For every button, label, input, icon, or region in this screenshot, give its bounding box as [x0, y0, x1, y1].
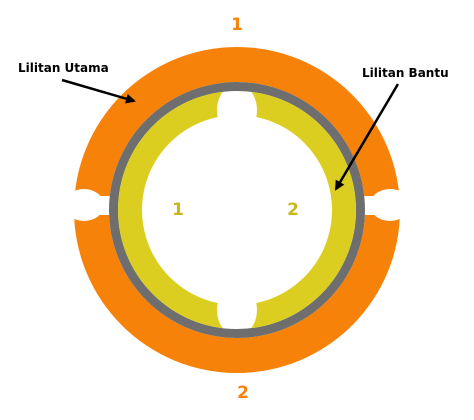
auxiliary-winding — [118, 91, 356, 329]
main-winding-arrow — [61, 78, 136, 104]
main-pole-top-label: 1 — [231, 15, 243, 35]
main-winding-label: Lilitan Utama — [18, 61, 109, 75]
auxiliary-winding-arrow — [334, 83, 400, 191]
aux-pole-right-label: 2 — [287, 200, 299, 220]
main-pole-bottom-label: 2 — [237, 383, 249, 403]
aux-pole-left-label: 1 — [172, 200, 184, 220]
auxiliary-winding-label: Lilitan Bantu — [362, 66, 449, 80]
